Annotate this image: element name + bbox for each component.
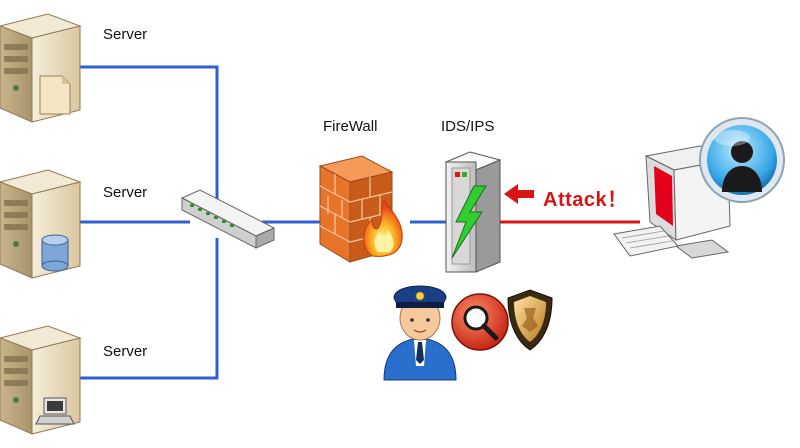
link-server-bottom <box>80 238 219 380</box>
shield-icon <box>507 289 553 351</box>
network-switch-icon[interactable] <box>180 189 276 249</box>
hooded-user-avatar-icon <box>699 117 785 203</box>
server-top-label: Server <box>103 26 148 43</box>
network-links <box>80 65 446 380</box>
link-server-top <box>80 65 219 205</box>
document-icon <box>39 75 71 115</box>
server-bottom-label: Server <box>103 343 148 360</box>
brick-wall-fire-icon[interactable] <box>318 155 403 263</box>
database-icon <box>41 234 69 272</box>
security-officer-icon <box>383 285 457 381</box>
attack-arrow-icon <box>504 184 534 204</box>
attack-label: Attack！ <box>543 189 628 211</box>
server-top[interactable] <box>0 13 82 123</box>
desktop-terminal-icon <box>35 397 75 425</box>
ids-ips-label: IDS/IPS <box>441 118 495 135</box>
firewall-label: FireWall <box>323 118 378 135</box>
ids-appliance-icon[interactable] <box>444 151 502 273</box>
magnifier-icon <box>451 293 509 351</box>
server-mid-label: Server <box>103 184 148 201</box>
server-bottom[interactable] <box>0 325 82 435</box>
server-mid[interactable] <box>0 169 82 279</box>
